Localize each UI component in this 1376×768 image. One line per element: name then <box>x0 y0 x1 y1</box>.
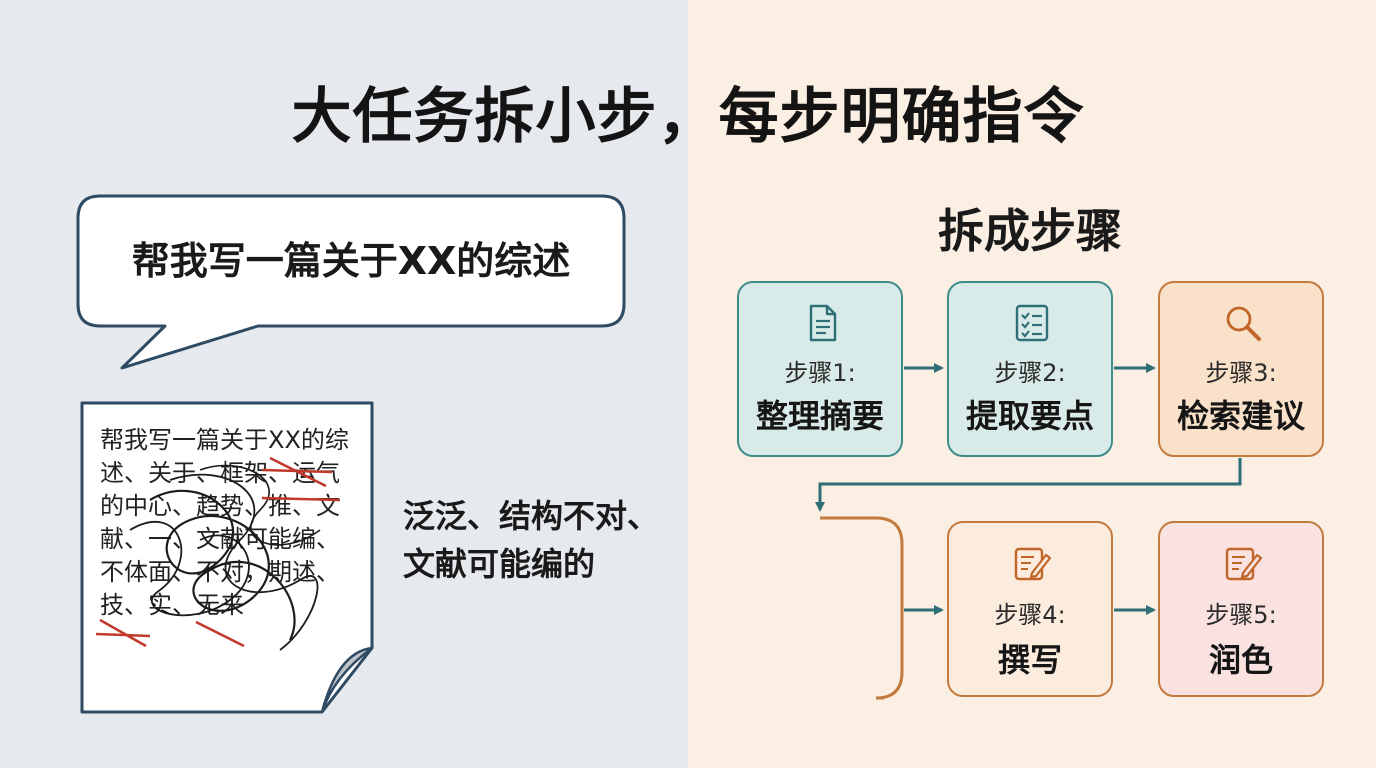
speech-bubble <box>76 194 626 370</box>
document-text: 帮我写一篇关于XX的综述、关于、框架、运气的中心、趋势、推、文献、一、文献可能编… <box>100 426 349 619</box>
step-3-number: 步骤3: <box>1205 359 1277 387</box>
step-5-box: 步骤5: 润色 <box>1158 521 1324 697</box>
step-1-number: 步骤1: <box>784 359 856 387</box>
steps-subtitle: 拆成步骤 <box>938 204 1122 258</box>
step-2-box: 步骤2: 提取要点 <box>947 281 1113 457</box>
step-3-box: 步骤3: 检索建议 <box>1158 281 1324 457</box>
pencil-edit-icon <box>1225 547 1263 581</box>
step-2-number: 步骤2: <box>994 359 1066 387</box>
main-title: 大任务拆小步，每步明确指令 <box>291 82 1085 152</box>
step-1-name: 整理摘要 <box>755 397 884 435</box>
step-1-box: 步骤1: 整理摘要 <box>737 281 903 457</box>
pencil-edit-icon <box>1014 547 1052 581</box>
critique-line-2: 文献可能编的 <box>403 545 596 583</box>
step-4-number: 步骤4: <box>994 601 1066 629</box>
critique-line-1: 泛泛、结构不对、 <box>403 497 660 535</box>
scribble-marks <box>95 456 341 651</box>
critique-text: 泛泛、结构不对、 文献可能编的 <box>403 492 683 588</box>
step-4-box: 步骤4: 撰写 <box>947 521 1113 697</box>
checklist-icon <box>1015 304 1049 342</box>
step-5-name: 润色 <box>1208 641 1273 679</box>
step-5-number: 步骤5: <box>1205 601 1277 629</box>
bubble-request-text: 帮我写一篇关于XX的综述 <box>131 239 571 283</box>
step-2-name: 提取要点 <box>965 397 1094 435</box>
magnifier-icon <box>1226 306 1261 341</box>
step-4-name: 撰写 <box>997 641 1062 679</box>
step-3-name: 检索建议 <box>1176 397 1305 435</box>
document-icon <box>809 304 837 342</box>
